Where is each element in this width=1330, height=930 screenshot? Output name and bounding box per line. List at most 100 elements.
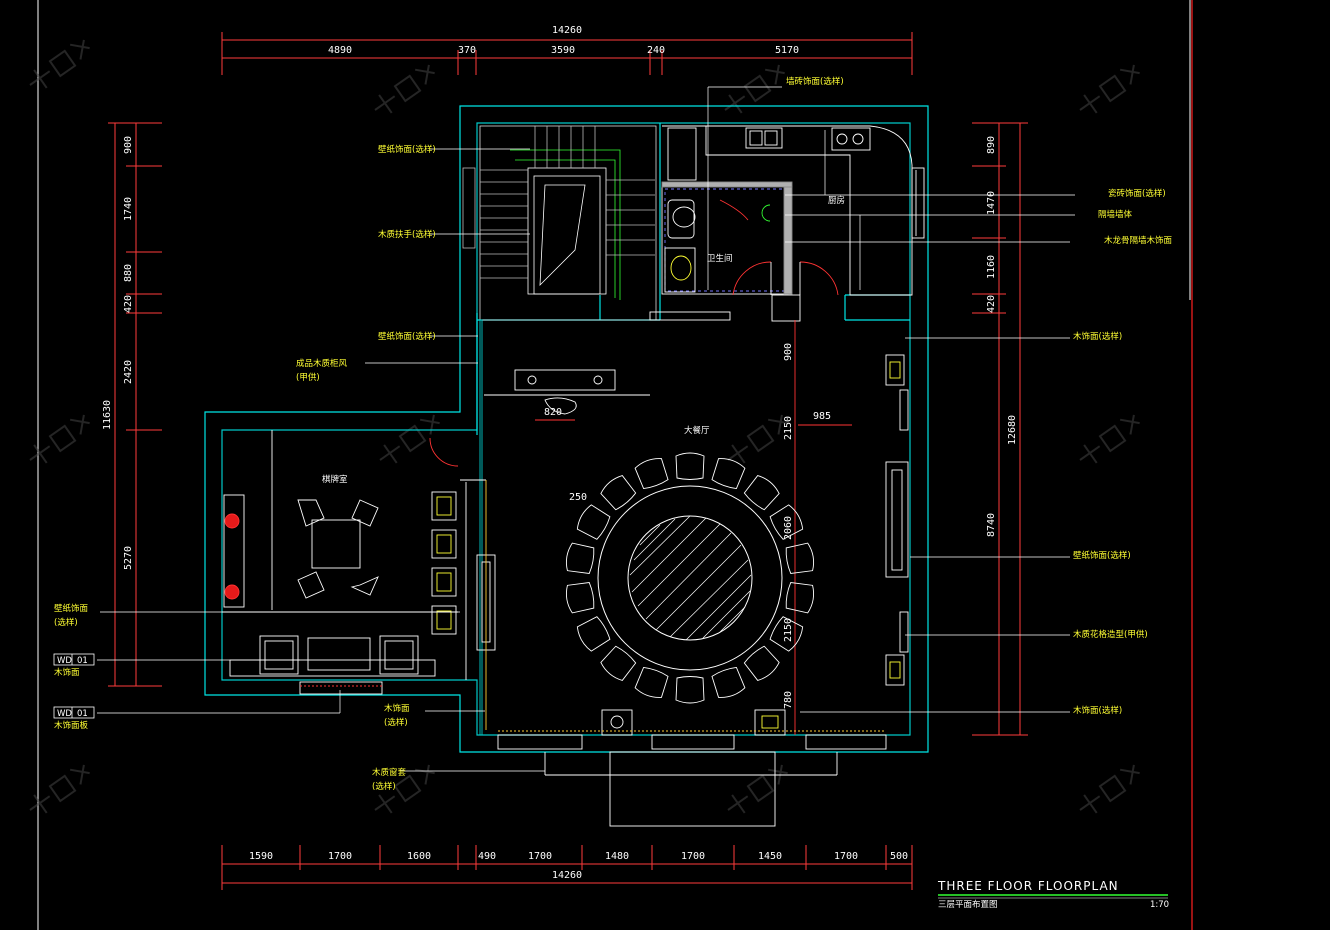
label-wood-right-2: 木饰面(选样)	[1073, 705, 1122, 716]
label-wallpaper-top: 壁纸饰面(选样)	[378, 144, 436, 155]
bottom-dimension-group	[221, 845, 913, 890]
dim-bottom-10: 500	[890, 851, 908, 862]
dim-top-2: 370	[458, 45, 476, 56]
dim-bottom-8: 1450	[758, 851, 782, 862]
dining-chair	[675, 452, 705, 480]
label-tile-right: 瓷砖饰面(选样)	[1108, 188, 1166, 199]
label-wood-right-1: 木饰面(选样)	[1073, 331, 1122, 342]
dim-inner-985: 985	[813, 411, 831, 422]
dim-right-3: 1160	[986, 255, 997, 279]
material-tag-2-b: 01	[77, 709, 88, 719]
label-wood-curtain-1: 木质窗套	[372, 767, 407, 778]
label-cabinet-2: (甲供)	[296, 372, 320, 383]
dim-bottom-1: 1590	[249, 851, 273, 862]
top-dimension-group	[221, 32, 913, 75]
dining-chair	[600, 645, 637, 681]
label-cabinet-1: 成品木质柜风	[296, 358, 348, 369]
dining-chair	[743, 645, 780, 681]
dim-left-4: 420	[123, 295, 134, 313]
doors	[429, 261, 839, 467]
left-dimension-group	[108, 122, 162, 687]
dim-right-2: 1470	[986, 191, 997, 215]
label-wood-handrail: 木质扶手(选样)	[378, 229, 436, 240]
dining-chair	[711, 666, 746, 698]
dim-bottom-2: 1700	[328, 851, 352, 862]
material-tag-2-label: 木饰面板	[54, 720, 89, 731]
dim-right-1: 890	[986, 136, 997, 154]
dim-left-total: 11630	[102, 400, 113, 430]
dining-chair	[565, 542, 595, 574]
dim-inner-2: 2150	[783, 416, 794, 440]
label-wood-finish-2: (选样)	[384, 717, 408, 728]
dim-bottom-total: 14260	[552, 870, 582, 881]
watermark-group	[29, 39, 1140, 814]
leader-lines	[97, 86, 1075, 772]
dim-inner-250: 250	[569, 492, 587, 503]
label-wallpaper-left-1: 壁纸饰面	[54, 603, 89, 614]
label-waterproof: 木龙骨隔墙木饰面	[1104, 235, 1173, 246]
dining-chair	[769, 616, 804, 652]
dining-chair	[565, 582, 595, 614]
dining-chair	[675, 676, 705, 704]
label-wood-curtain-2: (选样)	[372, 781, 396, 792]
dining-chair	[600, 475, 637, 511]
dining-chair	[785, 542, 815, 574]
dim-right-total: 12680	[1007, 415, 1018, 445]
dining-chair	[576, 504, 611, 540]
dining-chair	[743, 475, 780, 511]
dim-top-4: 240	[647, 45, 665, 56]
dim-inner-5: 780	[783, 691, 794, 709]
dim-bottom-3: 1600	[407, 851, 431, 862]
dim-left-5: 2420	[123, 360, 134, 384]
dim-top-3: 3590	[551, 45, 575, 56]
outer-walls	[204, 105, 929, 753]
right-dimension-group	[972, 122, 1028, 736]
dim-left-3: 880	[123, 264, 134, 282]
material-tag-1: WD 01 木饰面	[53, 653, 95, 678]
room-bathroom: 卫生间	[707, 253, 733, 264]
drawing-scale: 1:70	[1150, 900, 1169, 910]
material-tag-1-b: 01	[77, 656, 88, 666]
dim-right-4: 420	[986, 295, 997, 313]
dining-chairs	[565, 452, 815, 704]
drawing-title: THREE FLOOR FLOORPLAN	[937, 879, 1119, 893]
label-wallpaper-mid: 壁纸饰面(选样)	[378, 331, 436, 342]
dining-chair	[711, 458, 746, 490]
label-wallpaper-left-2: (选样)	[54, 617, 78, 628]
dim-inner-3: 2060	[783, 516, 794, 540]
dim-top-5: 5170	[775, 45, 799, 56]
room-tea-room: 棋牌室	[322, 474, 348, 485]
room-kitchen: 厨房	[828, 195, 845, 206]
dining-chair	[785, 582, 815, 614]
room-dining-hall: 大餐厅	[684, 425, 710, 436]
dining-chair	[769, 504, 804, 540]
dining-chair	[634, 666, 669, 698]
dim-bottom-4: 490	[478, 851, 496, 862]
dim-inner-4: 2150	[783, 618, 794, 642]
material-tag-1-label: 木饰面	[54, 667, 80, 678]
bathroom	[661, 181, 793, 295]
dining-hall	[431, 319, 909, 827]
dim-inner-1: 900	[783, 343, 794, 361]
material-tag-2-a: WD	[57, 709, 72, 719]
label-wood-finish-1: 木饰面	[384, 703, 410, 714]
dim-left-1: 900	[123, 136, 134, 154]
stairwell	[462, 125, 657, 321]
dim-left-2: 1740	[123, 197, 134, 221]
dining-chair	[576, 616, 611, 652]
material-tag-1-a: WD	[57, 656, 72, 666]
round-dining-table	[597, 485, 783, 671]
dim-inner-820: 820	[544, 407, 562, 418]
dim-top-total: 14260	[552, 25, 582, 36]
dim-bottom-6: 1480	[605, 851, 629, 862]
dim-bottom-7: 1700	[681, 851, 705, 862]
dim-left-6: 5270	[123, 546, 134, 570]
label-partition: 隔墙墙体	[1098, 209, 1133, 220]
kitchen	[662, 125, 925, 296]
material-tag-2: WD 01 木饰面板	[53, 706, 95, 731]
dining-chair	[634, 458, 669, 490]
label-wallpaper-right: 壁纸饰面(选样)	[1073, 550, 1131, 561]
label-wood-carve: 木质花格造型(甲供)	[1073, 629, 1148, 640]
dim-bottom-9: 1700	[834, 851, 858, 862]
